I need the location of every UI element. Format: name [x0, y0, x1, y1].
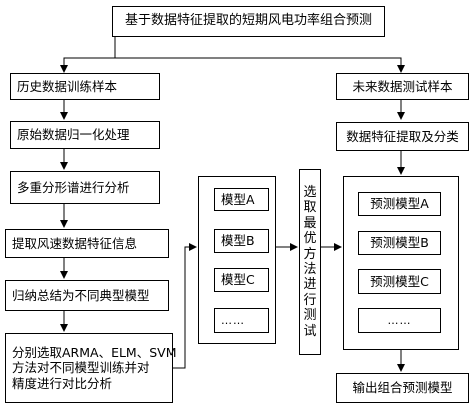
model-a-box: 模型A	[214, 188, 269, 211]
arrow-title-to-right	[115, 57, 405, 73]
future-test-sample-box: 未来数据测试样本	[336, 73, 469, 100]
title-text: 基于数据特征提取的短期风电功率组合预测	[124, 13, 372, 29]
predict-model-more-box: ……	[358, 308, 441, 333]
select-char-4: 优	[303, 231, 317, 247]
wind-feature-extraction-label: 提取风速数据特征信息	[12, 235, 138, 251]
model-more-box: ……	[214, 308, 269, 333]
normalization-label: 原始数据归一化处理	[17, 127, 130, 143]
model-b-label: 模型B	[221, 233, 255, 249]
method-comparison-box: 分别选取ARMA、ELM、SVM 方法对不同模型训练并对 精度进行对比分析	[5, 333, 177, 403]
wind-feature-extraction-box: 提取风速数据特征信息	[5, 229, 169, 258]
typical-model-summary-box: 归纳总结为不同典型模型	[5, 280, 169, 311]
predict-model-more-label: ……	[387, 313, 412, 327]
select-char-6: 法	[303, 262, 317, 277]
select-char-1: 选	[303, 184, 317, 200]
future-test-sample-label: 未来数据测试样本	[352, 78, 453, 94]
normalization-box: 原始数据归一化处理	[10, 121, 160, 149]
predict-model-a-label: 预测模型A	[370, 196, 429, 212]
output-combined-model-label: 输出组合预测模型	[352, 380, 453, 396]
select-char-5: 方	[303, 246, 317, 262]
typical-model-summary-label: 归纳总结为不同典型模型	[12, 287, 150, 303]
history-training-sample-box: 历史数据训练样本	[10, 73, 160, 100]
select-char-8: 行	[303, 292, 317, 308]
multifractal-analysis-label: 多重分形谱进行分析	[17, 179, 130, 195]
predict-model-b-label: 预测模型B	[370, 235, 429, 251]
title-box: 基于数据特征提取的短期风电功率组合预测	[112, 6, 385, 37]
predict-model-c-label: 预测模型C	[370, 273, 429, 289]
method-comparison-line-1: 分别选取ARMA、ELM、SVM	[12, 344, 177, 360]
model-c-label: 模型C	[221, 272, 255, 288]
multifractal-analysis-box: 多重分形谱进行分析	[10, 171, 160, 204]
model-c-box: 模型C	[214, 268, 269, 292]
predict-model-a-box: 预测模型A	[358, 192, 441, 216]
select-char-9: 测	[303, 308, 317, 324]
select-char-3: 最	[303, 215, 317, 231]
feature-classification-label: 数据特征提取及分类	[346, 128, 459, 144]
model-a-label: 模型A	[221, 191, 255, 207]
arrow-title-to-left	[60, 37, 116, 73]
predict-model-c-box: 预测模型C	[358, 269, 441, 294]
method-comparison-line-2: 方法对不同模型训练并对	[12, 360, 150, 376]
optimal-method-selection-box: 选 取 最 优 方 法 进 行 测 试	[299, 169, 321, 355]
select-char-7: 进	[303, 277, 317, 293]
method-comparison-line-3: 精度进行对比分析	[12, 375, 113, 391]
output-combined-model-box: 输出组合预测模型	[336, 373, 469, 403]
model-b-box: 模型B	[214, 229, 269, 253]
history-training-sample-label: 历史数据训练样本	[17, 78, 118, 94]
predict-model-b-box: 预测模型B	[358, 231, 441, 255]
model-more-label: ……	[221, 313, 245, 327]
feature-classification-box: 数据特征提取及分类	[336, 122, 469, 151]
select-char-2: 取	[303, 200, 317, 216]
select-char-10: 试	[303, 323, 317, 339]
